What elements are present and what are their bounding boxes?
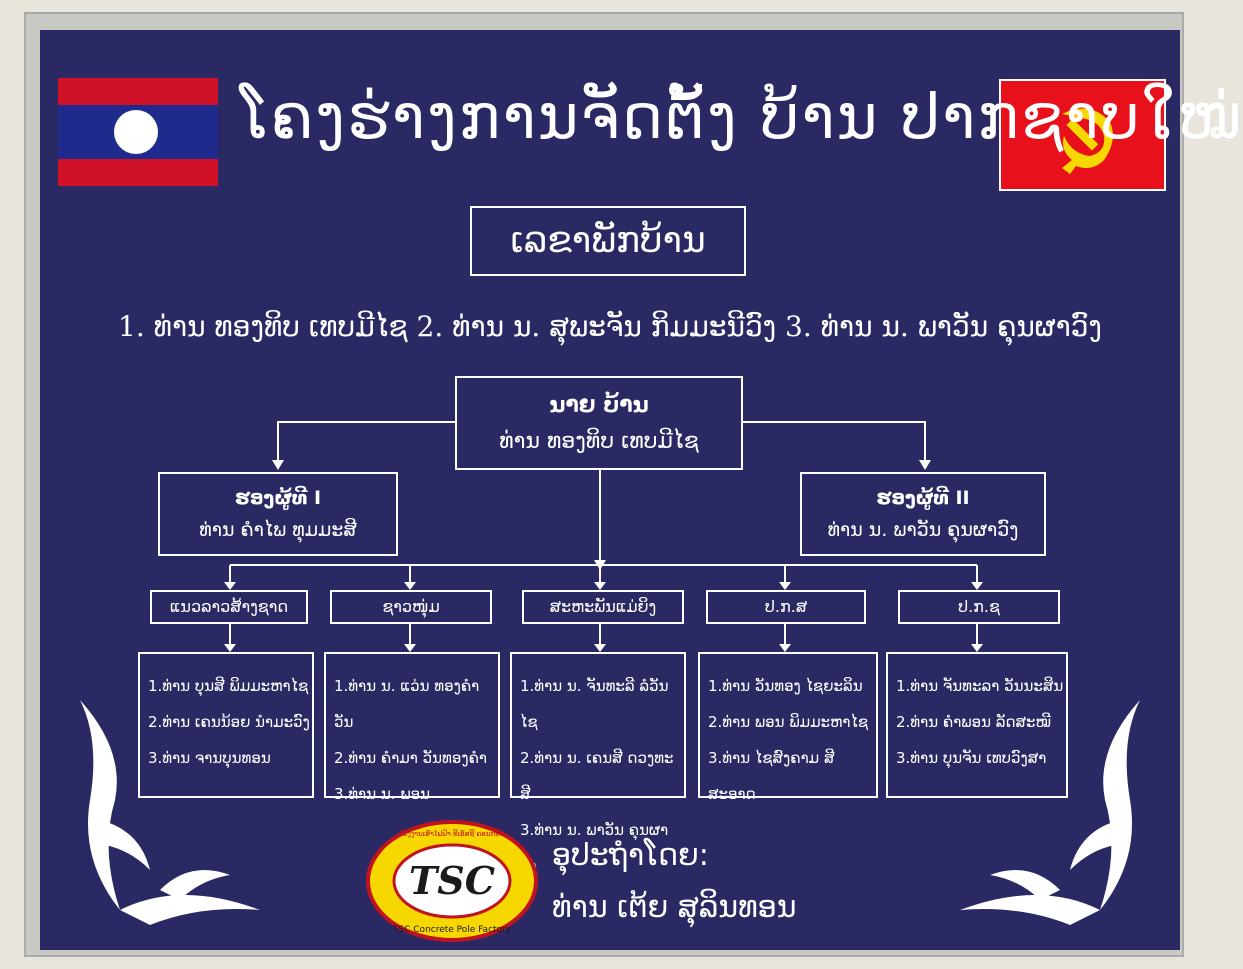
- members-box: 1.ທ່ານ ວັນທອງ ໄຊຍະລິນ 2.ທ່ານ ພອນ ພິມມະຫາ…: [698, 652, 878, 803]
- member-name: 2.ທ່ານ ຄຳມາ ວັນທອງຄຳ: [334, 749, 487, 767]
- deputy-2-title: ຮອງຜູ້ທີ II: [876, 487, 970, 509]
- member-name: 1.ທ່ານ ວັນທອງ ໄຊຍະລິນ: [708, 677, 863, 695]
- org-connectors: [224, 421, 983, 652]
- chief-name: ທ່ານ ທອງທິບ ເທບມີໄຊ: [499, 429, 699, 454]
- sponsor-label: ອຸປະຖຳໂດຍ:: [552, 838, 709, 873]
- member-name: 2.ທ່ານ ຄຳພອນ ລັດສະໝີ: [896, 713, 1051, 731]
- org-label-box: ປ.ກ.ສ: [706, 590, 866, 624]
- member-name: 1.ທ່ານ ນ. ຈັນທະລີ ລໍວັນໄຊ: [520, 677, 669, 731]
- members-box: 1.ທ່ານ ບຸນສີ ພິມມະຫາໄຊ 2.ທ່ານ ເຄນນ້ອຍ ນຳ…: [138, 652, 314, 798]
- secretary-label-box: ເລຂາພັກບ້ານ: [470, 206, 746, 276]
- org-label-box: ປ.ກ.ຊ: [898, 590, 1060, 624]
- org-label-box: ສະຫະພັນແມ່ຍິງ: [522, 590, 684, 624]
- members-box: 1.ທ່ານ ນ. ຈັນທະລີ ລໍວັນໄຊ 2.ທ່ານ ນ. ເຄນສ…: [510, 652, 686, 875]
- org-label: ສະຫະພັນແມ່ຍິງ: [549, 597, 657, 616]
- org-label: ແນວລາວສ້າງຊາດ: [169, 597, 289, 616]
- org-label-box: ແນວລາວສ້າງຊາດ: [150, 590, 308, 624]
- members-box: 1.ທ່ານ ນ. ແວ່ນ ທອງຄຳວັນ 2.ທ່ານ ຄຳມາ ວັນທ…: [324, 652, 500, 803]
- member-name: 2.ທ່ານ ນ. ເຄນສີ ດວງທະສີ: [520, 749, 674, 803]
- chief-title: ນາຍ ບ້ານ: [549, 393, 649, 418]
- member-name: 3.ທ່ານ ບຸນຈັນ ເທບວົງສາ: [896, 749, 1047, 767]
- logo-top-text: ໂຮງງານເສົາໄຟຟ້າ ທີເອັສຊີ ຄອນກຣີດ: [398, 828, 504, 838]
- logo-ring-text: TSC Concrete Pole Factory: [392, 925, 512, 935]
- party-flag: [999, 79, 1166, 191]
- member-name: 1.ທ່ານ ບຸນສີ ພິມມະຫາໄຊ: [148, 677, 309, 695]
- secretary-names: 1. ທ່ານ ທອງທິບ ເທບມີໄຊ 2. ທ່ານ ນ. ສຸພະຈັ…: [118, 310, 1102, 343]
- secretary-label: ເລຂາພັກບ້ານ: [510, 220, 706, 261]
- sign-board: ໂຄງຮ່າງການຈັດຕັ້ງ ບ້ານ ປາກຊາບໃໝ່ ເລຂາພັກ…: [40, 30, 1241, 950]
- org-label: ປ.ກ.ຊ: [958, 597, 1000, 616]
- member-name: 2.ທ່ານ ພອນ ພິມມະຫາໄຊ: [708, 713, 869, 731]
- org-label: ປ.ກ.ສ: [764, 597, 808, 616]
- org-label: ຊາວໜຸ່ມ: [382, 597, 440, 616]
- org-label-box: ຊາວໜຸ່ມ: [330, 590, 492, 624]
- deputy-1-title: ຮອງຜູ້ທີ I: [234, 487, 322, 509]
- members-box: 1.ທ່ານ ຈັນທະລາ ວັນນະສິນ 2.ທ່ານ ຄຳພອນ ລັດ…: [886, 652, 1068, 798]
- sponsor-name: ທ່ານ ເຕ້ຍ ສຸລິນທອນ: [552, 890, 797, 925]
- member-name: 2.ທ່ານ ເຄນນ້ອຍ ນຳມະວົງ: [148, 713, 310, 731]
- deputy-1-name: ທ່ານ ຄຳໄພ ທຸມມະສີ: [199, 519, 357, 541]
- village-chief-box: ນາຍ ບ້ານ ທ່ານ ທອງທິບ ເທບມີໄຊ: [455, 376, 743, 470]
- member-name: 3.ທ່ານ ນ. ພອນ: [334, 785, 430, 803]
- logo-initials: TSC: [409, 858, 495, 903]
- member-name: 3.ທ່ານ ຈານບຸນທອນ: [148, 749, 271, 767]
- right-ornament: [960, 700, 1140, 925]
- tsc-logo: TSC TSC Concrete Pole Factory ໂຮງງານເສົາ…: [366, 820, 538, 942]
- lao-flag: [58, 78, 218, 186]
- member-name: 3.ທ່ານ ໄຊສົງຄາມ ສີສະອາດ: [708, 749, 835, 803]
- deputy-2-box: ຮອງຜູ້ທີ II ທ່ານ ນ. ພາວັນ ຄຸນຜາວົງ: [800, 472, 1046, 556]
- member-name: 1.ທ່ານ ຈັນທະລາ ວັນນະສິນ: [896, 677, 1064, 695]
- deputy-1-box: ຮອງຜູ້ທີ I ທ່ານ ຄຳໄພ ທຸມມະສີ: [158, 472, 398, 556]
- left-ornament: [80, 700, 260, 925]
- member-name: 1.ທ່ານ ນ. ແວ່ນ ທອງຄຳວັນ: [334, 677, 480, 731]
- deputy-2-name: ທ່ານ ນ. ພາວັນ ຄຸນຜາວົງ: [827, 519, 1019, 541]
